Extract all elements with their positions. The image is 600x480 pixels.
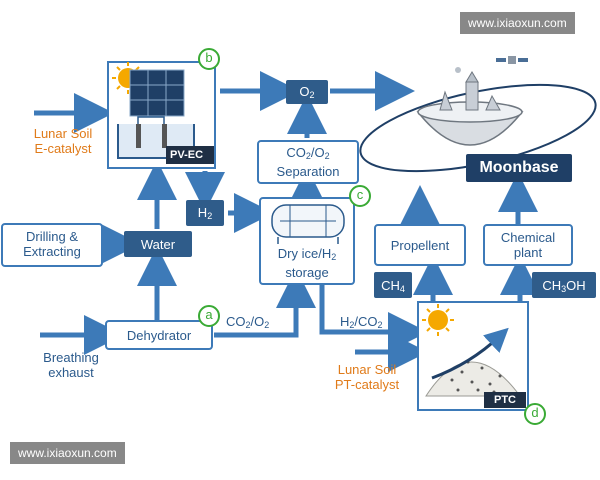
dehydrator-label: Dehydrator: [126, 328, 192, 343]
h2-label: H2: [186, 205, 224, 224]
water-box: [124, 231, 192, 257]
h2co2-2a: 2: [349, 320, 355, 330]
satellite-icon: [455, 56, 528, 73]
ch4-box: [374, 272, 412, 298]
solar-panel-icon: [129, 69, 185, 117]
h2-box: [186, 200, 224, 226]
badge-b-label: b: [205, 50, 213, 65]
dehydrator-box: [105, 320, 213, 350]
badge-a-circle: [198, 305, 220, 327]
watermark-bottom: www.ixiaoxun.com: [10, 442, 125, 464]
dry-ice-main: Dry ice/H: [277, 246, 332, 261]
co2-o2-flow-label: CO2/O2: [226, 314, 269, 333]
separation-line2: Separation: [276, 164, 340, 179]
badge-a-label: a: [205, 307, 213, 322]
o2-sub: 2: [309, 90, 315, 100]
propellent-box: [374, 224, 466, 266]
storage-tank-icon: [271, 204, 345, 244]
dry-ice-label: Dry ice/H2 storage: [260, 246, 354, 280]
separation-label: CO2/O2 Separation: [258, 145, 358, 179]
co2o2-co: CO: [226, 314, 246, 329]
o2-main: O: [299, 84, 310, 99]
chemical-line1: Chemical: [500, 230, 556, 245]
pv-ec-tag: [166, 146, 214, 164]
h2co2-co: /CO: [354, 314, 378, 329]
ch3oh-main: CH: [542, 278, 562, 293]
h2co2-2b: 2: [377, 320, 383, 330]
badge-c-circle: [349, 185, 371, 207]
dry-ice-sub: 2: [331, 252, 337, 262]
pv-ec-unit: [107, 61, 216, 169]
chemical-plant-label: Chemical plant: [484, 230, 572, 260]
regolith-pile-icon: [425, 327, 521, 397]
storage-unit: [259, 197, 355, 285]
badge-d-circle: [524, 403, 546, 425]
breathing-line2: exhaust: [48, 365, 94, 380]
ch3oh-box: [532, 272, 596, 298]
sep-2a: 2: [305, 151, 311, 161]
h2-main: H: [197, 205, 208, 220]
lunar-soil-top-label: Lunar Soil E-catalyst: [18, 126, 108, 156]
co2o2-o: /O: [250, 314, 265, 329]
separation-line1: CO2/O2: [258, 145, 358, 164]
flow-arrows: [34, 71, 540, 372]
badge-d-label: d: [531, 405, 539, 420]
ch4-main: CH: [381, 278, 400, 293]
h2-co2-flow-label: H2/CO2: [340, 314, 383, 333]
chemical-box: [483, 224, 573, 266]
pt-catalyst-line: PT-catalyst: [334, 377, 400, 392]
lunar-soil-bottom-line1: Lunar Soil: [337, 362, 397, 377]
moonbase-dome-icon: [416, 71, 524, 146]
drilling-line1: Drilling &: [25, 229, 78, 244]
o2-box: [286, 80, 328, 104]
drilling-box: [1, 223, 103, 267]
ptc-tag-label: PTC: [494, 394, 516, 406]
chemical-line2: plant: [513, 245, 543, 260]
badges: [198, 48, 546, 425]
ch3oh-sub: 3: [561, 284, 567, 294]
moonbase-label: Moonbase: [479, 159, 559, 176]
lunar-soil-bottom-label: Lunar Soil PT-catalyst: [322, 362, 412, 392]
moonbase-group: [359, 56, 597, 182]
sun-icon: [422, 304, 454, 336]
ch3oh-tail: OH: [566, 278, 586, 293]
ch4-sub: 4: [399, 284, 405, 294]
drilling-label: Drilling & Extracting: [2, 229, 102, 259]
moonbase-label-box: [466, 154, 572, 182]
breathing-label: Breathing exhaust: [26, 350, 116, 380]
co2o2-2b: 2: [264, 320, 270, 330]
sep-co: CO: [286, 145, 306, 160]
sep-2b: 2: [324, 151, 330, 161]
ptc-tag: [484, 392, 526, 408]
drilling-line2: Extracting: [23, 244, 81, 259]
arrow-storage-to-ptc: [319, 284, 428, 352]
e-catalyst-line: E-catalyst: [34, 141, 92, 156]
h2co2-h: H: [340, 314, 350, 329]
arrow-dehydrator-to-storage: [214, 268, 316, 338]
h2-sub: 2: [207, 211, 213, 221]
sep-slash-o: /O: [310, 145, 325, 160]
separation-box: [257, 140, 359, 184]
lunar-soil-top-line1: Lunar Soil: [33, 126, 93, 141]
dry-ice-line1: Dry ice/H2: [260, 246, 354, 265]
co2o2-2a: 2: [245, 320, 251, 330]
badge-c-label: c: [356, 187, 364, 202]
ch4-label: CH4: [374, 278, 412, 297]
breathing-line1: Breathing: [43, 350, 99, 365]
o2-label: O2: [286, 84, 328, 103]
water-label: Water: [140, 237, 176, 252]
propellent-label: Propellent: [390, 238, 450, 253]
badge-b-circle: [198, 48, 220, 70]
ptc-unit: [417, 301, 529, 411]
ch3oh-label: CH3OH: [532, 278, 596, 297]
watermark-top: www.ixiaoxun.com: [460, 12, 575, 34]
dry-ice-line2: storage: [285, 265, 329, 280]
pv-ec-tag-label: PV-EC: [170, 149, 204, 161]
